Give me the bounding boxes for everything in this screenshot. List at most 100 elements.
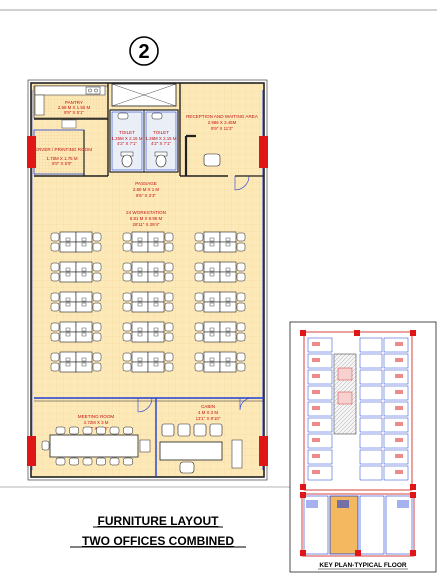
monitor-icon <box>225 332 231 337</box>
wc-icon <box>154 151 168 168</box>
pantry-dim-imperial: 9'9" X 5'1" <box>64 110 84 115</box>
monitor-icon <box>137 302 143 307</box>
cabin-storage <box>231 439 243 469</box>
armchair-icon <box>193 423 207 437</box>
key-plan-fixture <box>395 470 403 474</box>
workstation-pod <box>122 261 174 283</box>
monitor-icon <box>81 242 87 247</box>
server-room-label: SERVER / PRINTING ROOM <box>32 147 92 152</box>
chair-icon <box>122 262 132 272</box>
desk <box>219 301 237 313</box>
reception-dim-imperial: 9'9" X 11'3" <box>211 126 233 131</box>
monitor-icon <box>153 302 159 307</box>
key-plan-lift <box>337 391 353 405</box>
plan-number-badge: 2 <box>129 36 159 66</box>
chair-icon <box>92 322 102 332</box>
chair-icon <box>194 302 204 312</box>
workstation-pod <box>50 231 102 253</box>
workstation-pod <box>122 321 174 343</box>
monitor-icon <box>225 302 231 307</box>
chair-icon <box>50 262 60 272</box>
pantry-label: PANTRY <box>65 100 83 105</box>
meeting-chair-icon <box>109 426 120 435</box>
key-plan-lift <box>337 367 353 381</box>
workstation-pod <box>122 231 174 253</box>
monitor-icon <box>153 267 159 272</box>
key-plan-highlighted-unit <box>329 495 359 555</box>
key-plan-column <box>410 330 416 336</box>
server-room <box>33 129 85 175</box>
monitor-icon <box>137 297 143 302</box>
reception-label: RECEPTION AND WAITING AREA <box>186 114 259 119</box>
monitor-icon <box>137 357 143 362</box>
chair-icon <box>50 302 60 312</box>
cabin-dim-imperial: 13'1" X 9'10" <box>196 416 221 421</box>
chair-icon <box>194 232 204 242</box>
workstation-pod <box>194 291 246 313</box>
plan-number: 2 <box>138 41 149 63</box>
monitor-icon <box>137 237 143 242</box>
desk <box>75 361 93 373</box>
armchair-icon <box>209 423 223 437</box>
chair-icon <box>236 232 246 242</box>
monitor-icon <box>225 362 231 367</box>
workstation-pod <box>50 351 102 373</box>
key-plan-fixture <box>395 342 403 346</box>
desk <box>219 271 237 283</box>
pantry-stove <box>85 86 101 95</box>
monitor-icon <box>209 332 215 337</box>
chair-icon <box>236 292 246 302</box>
monitor-icon <box>65 272 71 277</box>
key-plan-fixture <box>395 358 403 362</box>
chair-icon <box>194 242 204 252</box>
cabin-dim-metric: 4 M X 3 M <box>198 410 218 415</box>
meeting-chair-icon <box>109 457 120 466</box>
key-plan-column <box>300 484 306 490</box>
chair-icon <box>50 242 60 252</box>
monitor-icon <box>209 242 215 247</box>
desk <box>75 301 93 313</box>
passage-dim-imperial: 8'6" X 3'3" <box>136 193 156 198</box>
key-plan-column <box>355 550 361 556</box>
chair-icon <box>164 262 174 272</box>
key-plan-column <box>410 492 416 498</box>
entrance-door <box>234 175 250 191</box>
monitor-icon <box>65 332 71 337</box>
chair-icon <box>122 242 132 252</box>
desk <box>219 361 237 373</box>
column-west-south <box>27 436 36 466</box>
chair-icon <box>194 272 204 282</box>
chair-icon <box>50 272 60 282</box>
cabin-sofa-set <box>161 423 223 437</box>
workstation-pod <box>50 321 102 343</box>
monitor-icon <box>225 237 231 242</box>
monitor-icon <box>209 357 215 362</box>
drawing-title-line2: TWO OFFICES COMBINED <box>82 534 234 548</box>
monitor-icon <box>153 362 159 367</box>
reception-desk <box>184 134 196 176</box>
chair-icon <box>164 292 174 302</box>
workstation-pod <box>194 351 246 373</box>
monitor-icon <box>153 237 159 242</box>
chair-icon <box>122 362 132 372</box>
chair-icon <box>236 242 246 252</box>
meeting-door <box>137 397 153 413</box>
monitor-icon <box>65 297 71 302</box>
monitor-icon <box>153 297 159 302</box>
key-plan-column <box>354 330 360 336</box>
toilet-1-dim-imperial: 4'2" X 7'1" <box>117 141 137 146</box>
key-plan-column <box>410 484 416 490</box>
armchair-icon <box>177 423 191 437</box>
monitor-icon <box>153 327 159 332</box>
monitor-icon <box>209 272 215 277</box>
chair-icon <box>50 292 60 302</box>
desk <box>147 271 165 283</box>
chair-icon <box>92 272 102 282</box>
cabin-label: CABIN <box>201 404 215 409</box>
chair-icon <box>164 322 174 332</box>
key-plan-unit <box>359 337 383 353</box>
chair-icon <box>194 362 204 372</box>
meeting-chair-icon <box>96 426 106 435</box>
workstation-pod <box>122 351 174 373</box>
